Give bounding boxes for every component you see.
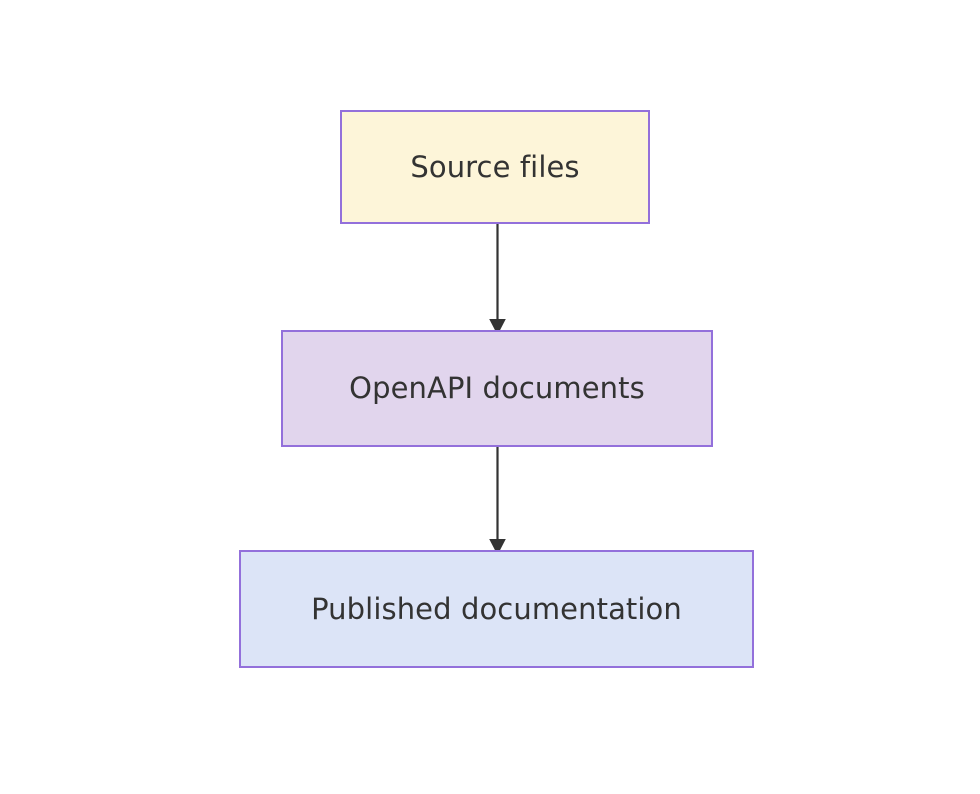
edge-source-to-openapi (489, 218, 506, 335)
node-label: Source files (410, 149, 580, 184)
arrowhead-icon (489, 319, 506, 335)
node-label: Published documentation (311, 591, 682, 626)
node-openapi-documents[interactable]: OpenAPI documents (281, 330, 713, 447)
arrowhead-icon (489, 539, 506, 555)
node-label: OpenAPI documents (349, 371, 645, 406)
edge-openapi-to-published (489, 440, 506, 555)
node-published-documentation[interactable]: Published documentation (239, 550, 754, 668)
node-source-files[interactable]: Source files (340, 110, 650, 224)
